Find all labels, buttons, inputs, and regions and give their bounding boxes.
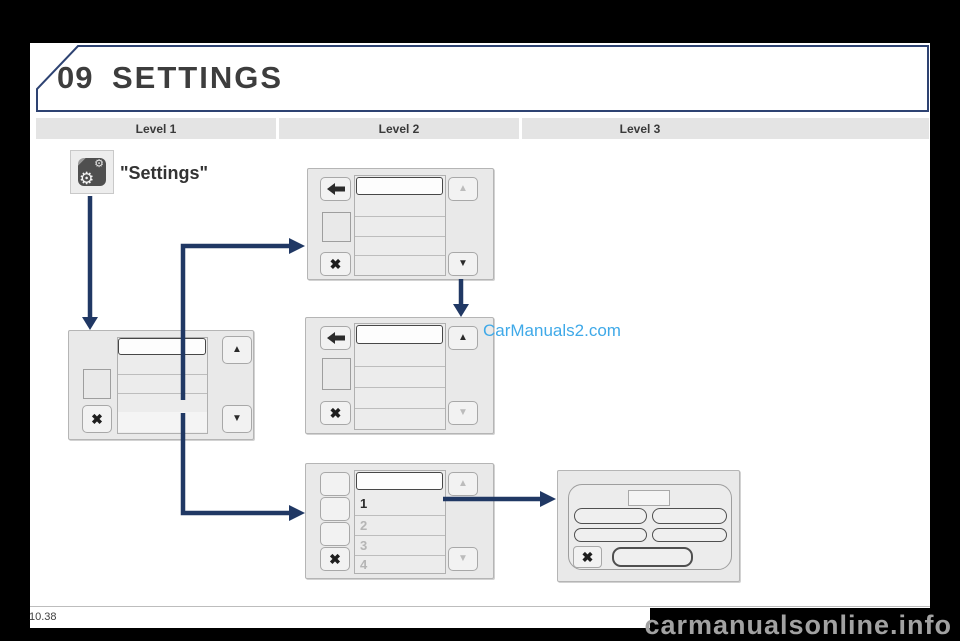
thumbnail-box [322,358,351,390]
scan-edge [650,608,960,640]
scroll-up-button-disabled[interactable]: ▲ [448,472,478,496]
option-button-3[interactable] [574,528,647,542]
level-2-header: Level 2 [279,118,519,139]
selected-row[interactable] [356,325,443,344]
down-arrow-icon: ▼ [458,407,468,418]
close-button[interactable]: ✖ [82,405,112,433]
selected-row[interactable] [118,338,206,355]
list-row[interactable] [355,366,445,388]
side-button-2[interactable] [320,497,350,521]
side-button-1[interactable] [320,472,350,496]
numbered-menu-list: 1 2 3 4 [354,470,446,574]
down-arrow-icon: ▼ [458,553,468,564]
list-row[interactable] [355,408,445,429]
list-row-1[interactable]: 1 [355,491,445,516]
level3-screen: ✖ [557,470,740,582]
scroll-down-button[interactable]: ▼ [222,405,252,433]
carmanuals2-watermark: CarManuals2.com [483,321,621,340]
scroll-down-button-disabled[interactable]: ▼ [448,401,478,425]
confirm-button[interactable] [612,547,693,567]
close-button[interactable]: ✖ [573,546,602,568]
level1-screen: ▲ ✖ ▼ [68,330,254,440]
close-icon: ✖ [329,551,341,567]
option-button-2[interactable] [652,508,727,524]
gear-big-glyph: ⚙ [79,169,95,188]
row-number: 4 [360,556,368,572]
close-button[interactable]: ✖ [320,252,351,276]
level-3-header: Level 3 [522,118,929,139]
up-arrow-icon: ▲ [458,183,468,194]
footer-divider [30,606,930,607]
row-number: 1 [360,495,368,511]
row-number: 3 [360,537,368,553]
up-arrow-icon: ▲ [232,344,242,355]
list-row-3[interactable]: 3 [355,535,445,556]
close-button[interactable]: ✖ [320,401,351,425]
level2-screen-a: ▲ ✖ ▼ [307,168,494,280]
list-row[interactable] [118,393,207,413]
level2a-menu-list [354,175,446,276]
value-box [628,490,670,506]
back-button[interactable] [320,177,351,201]
up-arrow-icon: ▲ [458,478,468,489]
thumbnail-box [83,369,111,399]
page-number: 10.38 [29,611,57,623]
list-row[interactable] [355,216,445,237]
down-arrow-icon: ▼ [458,258,468,269]
level2-screen-c: 1 2 3 4 ✖ ▲ ▼ [305,463,494,579]
scroll-down-button-disabled[interactable]: ▼ [448,547,478,571]
list-row[interactable] [118,374,207,394]
option-button-4[interactable] [652,528,727,542]
list-row[interactable] [355,236,445,256]
settings-menu-button[interactable]: ⚙ ⚙ [70,150,114,194]
close-icon: ✖ [329,256,342,272]
scroll-up-button-disabled[interactable]: ▲ [448,177,478,201]
level2b-menu-list [354,323,446,430]
level-1-header: Level 1 [36,118,276,139]
back-button[interactable] [320,326,351,350]
level1-menu-list [117,337,208,434]
level-3-label: Level 3 [619,121,661,136]
scroll-down-button[interactable]: ▼ [448,252,478,276]
gear-small-glyph: ⚙ [94,158,104,170]
page-title: SETTINGS [112,60,284,95]
list-row[interactable] [355,196,445,217]
back-arrow-icon [326,183,345,195]
level-2-label: Level 2 [378,121,420,136]
close-button[interactable]: ✖ [320,547,350,571]
site-watermark: carmanualsonline.info [644,610,952,640]
close-icon: ✖ [91,411,103,427]
selected-row[interactable] [356,177,443,195]
gear-icon: ⚙ ⚙ [78,158,106,188]
option-button-1[interactable] [574,508,647,524]
settings-label: "Settings" [120,163,209,183]
header-band [36,45,929,112]
down-arrow-icon: ▼ [232,413,242,424]
list-row[interactable] [355,255,445,274]
scroll-up-button[interactable]: ▲ [222,336,252,364]
list-row[interactable] [355,387,445,409]
scroll-up-button[interactable]: ▲ [448,326,478,350]
level-1-label: Level 1 [135,121,177,136]
selected-row[interactable] [356,472,443,490]
list-row[interactable] [355,345,445,367]
list-row-2[interactable]: 2 [355,515,445,536]
chapter-number: 09 [57,60,94,95]
side-button-3[interactable] [320,522,350,546]
level2-screen-b: ▲ ✖ ▼ [305,317,494,434]
close-icon: ✖ [581,549,594,565]
list-row-4[interactable]: 4 [355,555,445,573]
close-icon: ✖ [329,405,342,421]
row-number: 2 [360,517,368,533]
list-row[interactable] [118,355,207,375]
back-arrow-icon [326,332,345,344]
list-row[interactable] [118,412,207,432]
thumbnail-box [322,212,351,242]
up-arrow-icon: ▲ [458,332,468,343]
